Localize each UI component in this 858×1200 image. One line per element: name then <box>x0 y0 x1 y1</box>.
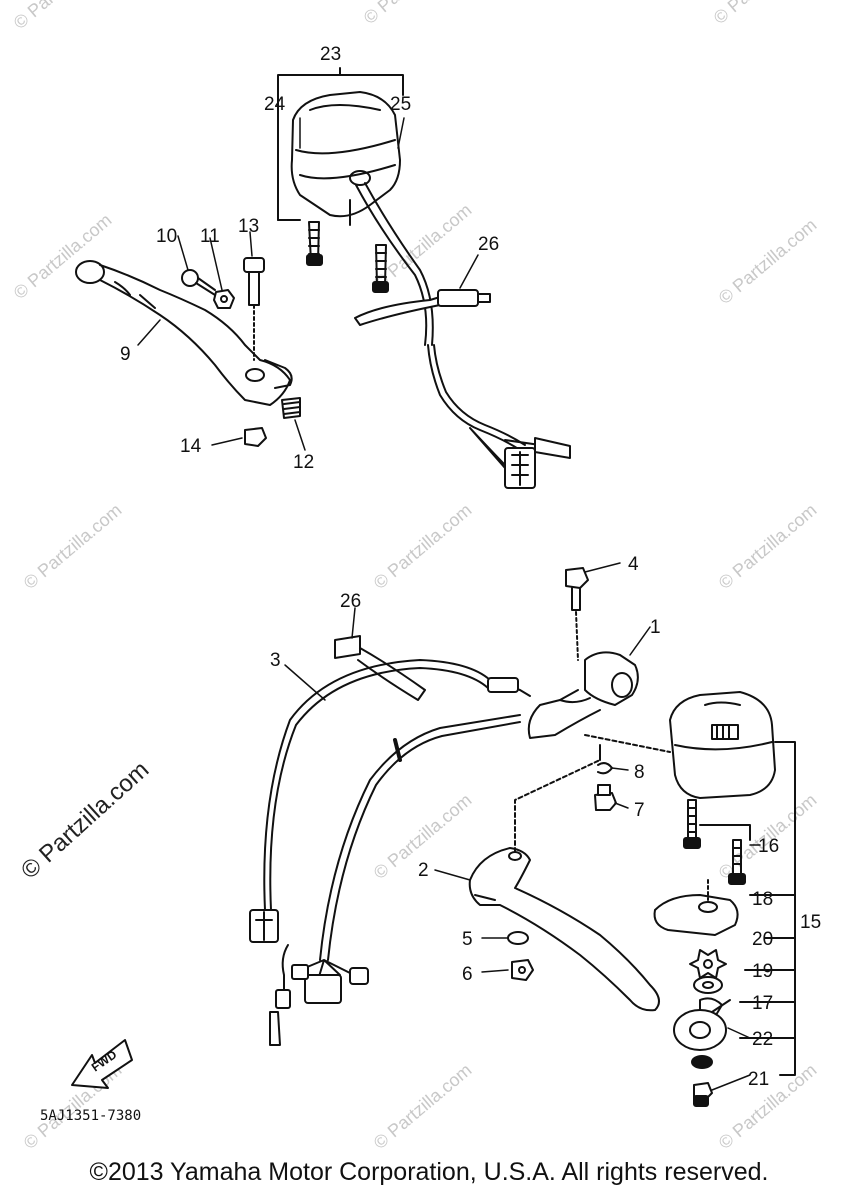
callout-5: 5 <box>462 929 473 950</box>
part-18 <box>653 879 739 936</box>
left-handlebar-switch-23 <box>277 67 434 346</box>
callout-4: 4 <box>628 554 639 575</box>
leader-lines <box>137 117 761 1091</box>
bolt-21 <box>693 1082 713 1107</box>
watermark: © Partzilla.com <box>370 1060 476 1153</box>
callout-26-top: 26 <box>478 234 499 255</box>
fwd-arrow <box>71 1039 133 1089</box>
clamp-band-26-bottom <box>334 635 426 701</box>
washer-19 <box>693 976 723 994</box>
right-switch-15 <box>584 691 776 799</box>
callout-21: 21 <box>748 1069 769 1090</box>
watermark: © Partzilla.com <box>20 500 126 593</box>
callout-6: 6 <box>462 964 473 985</box>
screw-16 <box>683 799 751 885</box>
screw-25 <box>372 244 389 293</box>
wiring-harness-top <box>427 344 571 489</box>
bolt-4 <box>565 567 589 661</box>
watermark-large: © Partzilla.com <box>16 756 154 884</box>
watermark: © Partzilla.com <box>10 210 116 303</box>
callout-7: 7 <box>634 800 645 821</box>
bracket-15 <box>739 741 796 1076</box>
star-washer-20 <box>689 949 727 979</box>
clip-8 <box>597 762 613 775</box>
clamp-band-26-top <box>354 289 491 326</box>
callout-15: 15 <box>800 912 821 933</box>
callout-1: 1 <box>650 617 661 638</box>
callout-23: 23 <box>320 44 341 65</box>
callout-24: 24 <box>264 94 286 115</box>
callout-13: 13 <box>238 216 259 237</box>
callout-18: 18 <box>752 889 773 910</box>
nut-14 <box>244 427 267 447</box>
callout-17: 17 <box>752 993 773 1014</box>
callout-10: 10 <box>156 226 177 247</box>
callout-20: 20 <box>752 929 773 950</box>
bolt-13 <box>243 257 265 361</box>
part-code: 5AJ1351-7380 <box>40 1108 141 1124</box>
watermark: © Partzilla.com <box>10 0 116 33</box>
watermark: © Partzilla.com <box>715 500 821 593</box>
callout-12: 12 <box>293 452 314 473</box>
callout-9: 9 <box>120 344 131 365</box>
brake-lever-2 <box>468 744 660 1012</box>
callout-11: 11 <box>200 226 220 247</box>
cable-3 <box>249 659 531 943</box>
callout-16: 16 <box>758 836 779 857</box>
callout-19: 19 <box>752 961 773 982</box>
nut-6 <box>511 959 534 981</box>
callout-22: 22 <box>752 1029 773 1050</box>
callout-numbers: 23 24 25 26 10 11 13 9 14 12 4 26 3 1 8 … <box>120 44 821 1090</box>
copyright-notice: ©2013 Yamaha Motor Corporation, U.S.A. A… <box>89 1158 769 1186</box>
callout-2: 2 <box>418 860 429 881</box>
callout-26-bottom: 26 <box>340 591 361 612</box>
collar-5 <box>507 931 529 945</box>
screw-24 <box>306 221 323 266</box>
spring-12 <box>281 397 301 419</box>
callout-3: 3 <box>270 650 281 671</box>
knob-22 <box>673 999 731 1069</box>
bolt-10 <box>181 269 216 296</box>
watermark: © Partzilla.com <box>710 0 816 28</box>
holder-1 <box>527 651 639 739</box>
callout-8: 8 <box>634 762 645 783</box>
callout-14: 14 <box>180 436 202 457</box>
bolt-7 <box>594 784 617 811</box>
watermark: © Partzilla.com <box>715 215 821 308</box>
watermark: © Partzilla.com <box>370 500 476 593</box>
watermark: © Partzilla.com <box>360 0 466 28</box>
nut-11 <box>213 289 235 309</box>
wiring-harness-bottom <box>269 714 521 1046</box>
callout-25: 25 <box>390 94 411 115</box>
clutch-lever-9 <box>75 260 293 406</box>
